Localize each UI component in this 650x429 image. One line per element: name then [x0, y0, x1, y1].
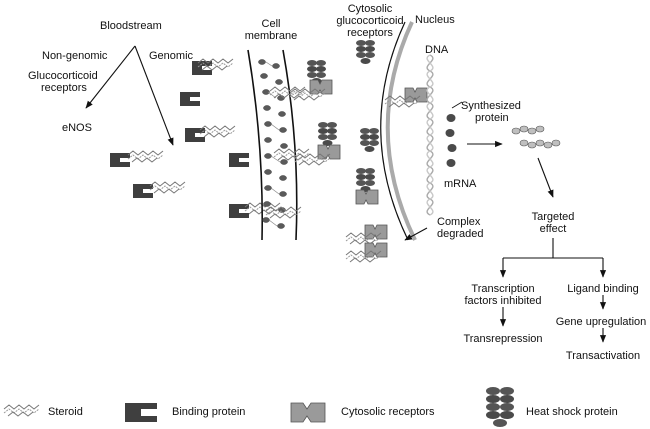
label-cytosolic-1: Cytosolic — [347, 3, 393, 15]
legend-steroid-label: Steroid — [48, 406, 83, 418]
protein-chain — [511, 125, 561, 149]
label-mrna: mRNA — [444, 178, 477, 190]
label-transcription-2: factors inhibited — [464, 295, 542, 307]
label-cytosolic-3: receptors — [347, 27, 393, 39]
label-non-genomic: Non-genomic — [42, 50, 108, 62]
synthesized-protein-beads — [445, 101, 463, 167]
label-cell-membrane-2: membrane — [244, 30, 298, 42]
legend-binding-protein-label: Binding protein — [172, 406, 246, 418]
legend-heat-shock-protein-label: Heat shock protein — [526, 406, 618, 418]
legend-glyphs — [3, 387, 514, 427]
label-cell-membrane-1: Cell — [261, 18, 281, 30]
label-enos: eNOS — [62, 122, 92, 134]
label-genomic: Genomic — [149, 50, 194, 62]
dna-helix — [426, 54, 434, 216]
label-gc-receptors-2: receptors — [41, 82, 87, 94]
label-gc-receptors-1: Glucocorticoid — [28, 70, 98, 82]
label-synthesized-2: protein — [475, 112, 509, 124]
label-transactivation: Transactivation — [565, 350, 641, 362]
label-synthesized-1: Synthesized — [461, 100, 521, 112]
label-targeted-2: effect — [539, 223, 567, 235]
legend-binding-protein-icon — [125, 403, 157, 422]
label-targeted-1: Targeted — [531, 211, 575, 223]
label-nucleus: Nucleus — [415, 14, 455, 26]
label-ligand-binding: Ligand binding — [567, 283, 639, 295]
legend-cytosolic-receptor-icon — [290, 402, 326, 423]
cell-membrane — [247, 49, 310, 241]
label-bloodstream: Bloodstream — [100, 20, 162, 32]
cytosol-complexes — [289, 40, 388, 263]
label-transrepression: Transrepression — [463, 333, 543, 345]
label-complex-1: Complex — [437, 216, 481, 228]
label-complex-2: degraded — [437, 228, 484, 240]
legend-steroid-icon — [3, 404, 40, 417]
pathway-arrows — [404, 140, 607, 343]
bloodstream-arrows — [85, 45, 174, 146]
nuclear-membrane — [380, 21, 428, 241]
bloodstream-complexes — [110, 58, 281, 218]
label-cytosolic-2: glucocorticoid — [336, 15, 404, 27]
label-dna: DNA — [425, 44, 449, 56]
label-transcription-1: Transcription — [471, 283, 535, 295]
legend-heat-shock-protein-icon — [486, 387, 514, 427]
label-gene-upregulation: Gene upregulation — [555, 316, 647, 328]
legend-cytosolic-receptors-label: Cytosolic receptors — [341, 406, 435, 418]
